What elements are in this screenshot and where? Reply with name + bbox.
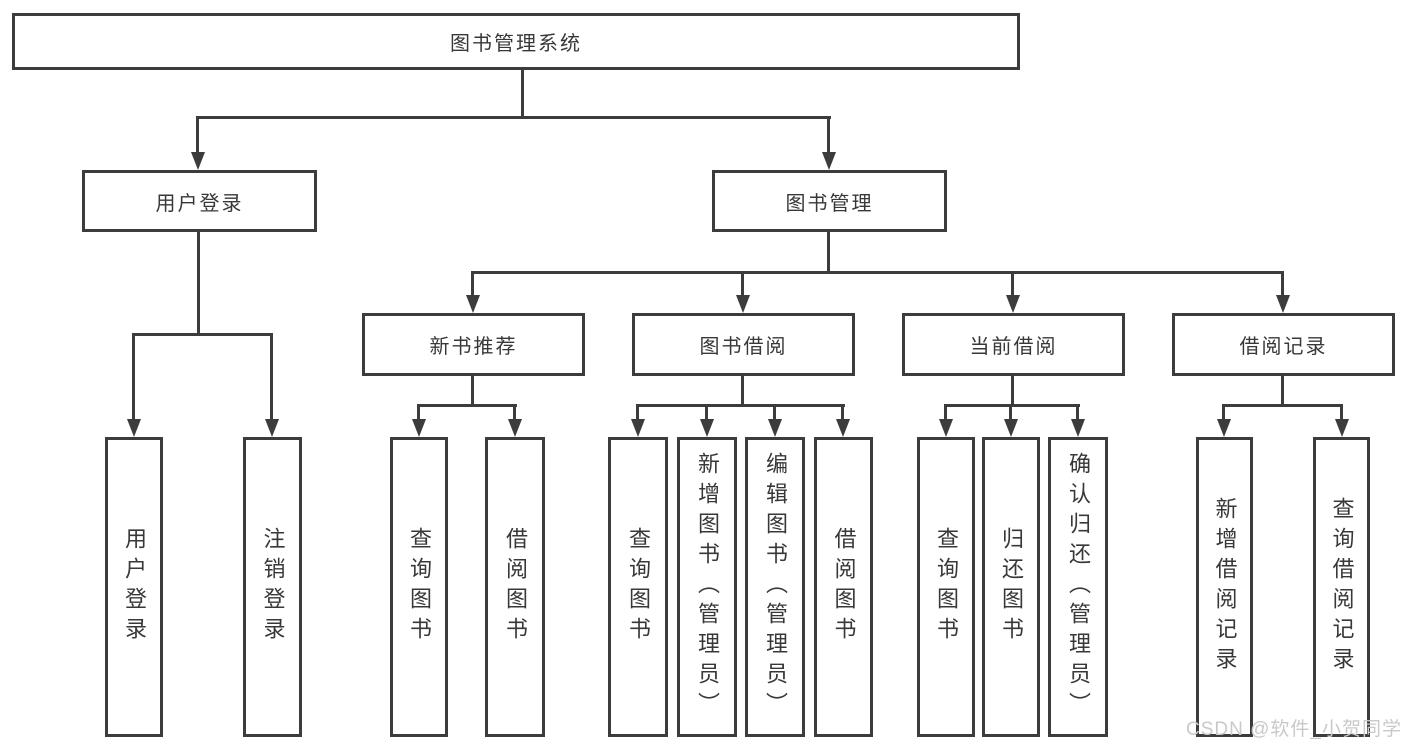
leaf-query-books-recommend: 查询图书 xyxy=(390,437,448,737)
leaf-borrow-books-recommend: 借阅图书 xyxy=(485,437,545,737)
leaf-query-borrow-record-label: 查询借阅记录 xyxy=(1329,497,1355,677)
node-root-label: 图书管理系统 xyxy=(450,33,582,55)
leaf-borrow-books: 借阅图书 xyxy=(814,437,873,737)
leaf-logout: 注销登录 xyxy=(243,437,302,737)
leaf-query-borrow-record: 查询借阅记录 xyxy=(1313,437,1370,737)
node-user-login: 用户登录 xyxy=(82,170,317,232)
leaf-query-books-borrow: 查询图书 xyxy=(608,437,668,737)
connector-line xyxy=(471,376,474,406)
connector-line xyxy=(944,404,1080,407)
arrow-down-icon xyxy=(736,295,750,313)
connector-line xyxy=(636,404,845,407)
connector-line xyxy=(1281,271,1284,299)
arrow-down-icon xyxy=(466,295,480,313)
connector-line xyxy=(773,404,776,424)
node-book-borrow-label: 图书借阅 xyxy=(699,336,788,358)
arrow-down-icon xyxy=(1276,295,1290,313)
leaf-add-borrow-record-label: 新增借阅记录 xyxy=(1212,497,1238,677)
node-borrow-records: 借阅记录 xyxy=(1172,313,1395,376)
node-book-borrow: 图书借阅 xyxy=(632,313,855,376)
leaf-user-login: 用户登录 xyxy=(105,437,163,737)
leaf-query-books-current-label: 查询图书 xyxy=(934,527,959,647)
node-root: 图书管理系统 xyxy=(12,13,1020,70)
node-current-borrow-label: 当前借阅 xyxy=(969,336,1058,358)
connector-line xyxy=(196,116,199,156)
connector-line xyxy=(741,271,744,299)
leaf-confirm-return-admin-label: 确认归还（管理员） xyxy=(1066,452,1091,722)
connector-line xyxy=(417,404,420,424)
connector-line xyxy=(827,232,830,273)
node-borrow-records-label: 借阅记录 xyxy=(1239,336,1328,358)
leaf-edit-book-admin: 编辑图书（管理员） xyxy=(745,437,805,737)
arrow-down-icon xyxy=(127,419,141,437)
leaf-query-books-recommend-label: 查询图书 xyxy=(407,527,432,647)
connector-line xyxy=(270,333,273,423)
watermark: CSDN @软件_小贺同学 xyxy=(1186,719,1402,740)
leaf-borrow-books-label: 借阅图书 xyxy=(831,527,857,647)
connector-line xyxy=(636,404,639,424)
connector-line xyxy=(944,404,947,424)
connector-line xyxy=(741,376,744,406)
connector-line xyxy=(471,271,474,299)
arrow-down-icon xyxy=(836,419,850,437)
connector-line xyxy=(1009,404,1012,424)
node-new-book-recommend-label: 新书推荐 xyxy=(429,336,518,358)
connector-line xyxy=(132,333,273,336)
leaf-user-login-label: 用户登录 xyxy=(122,527,147,647)
arrow-down-icon xyxy=(700,419,714,437)
leaf-confirm-return-admin: 确认归还（管理员） xyxy=(1048,437,1108,737)
connector-line xyxy=(1281,376,1284,406)
node-current-borrow: 当前借阅 xyxy=(902,313,1125,376)
leaf-edit-book-admin-label: 编辑图书（管理员） xyxy=(763,452,788,722)
connector-line xyxy=(1076,404,1079,424)
leaf-return-book: 归还图书 xyxy=(982,437,1040,737)
connector-line xyxy=(1011,271,1014,299)
node-user-login-label: 用户登录 xyxy=(155,192,244,215)
connector-line xyxy=(513,404,516,424)
node-new-book-recommend: 新书推荐 xyxy=(362,313,585,376)
leaf-borrow-books-recommend-label: 借阅图书 xyxy=(503,527,528,647)
arrow-down-icon xyxy=(939,419,953,437)
connector-line xyxy=(1222,404,1343,407)
connector-line xyxy=(705,404,708,424)
connector-line xyxy=(417,404,517,407)
leaf-logout-label: 注销登录 xyxy=(260,527,286,647)
connector-line xyxy=(841,404,844,424)
leaf-return-book-label: 归还图书 xyxy=(999,527,1024,647)
connector-line xyxy=(132,333,135,423)
leaf-query-books-borrow-label: 查询图书 xyxy=(626,527,651,647)
node-book-management-label: 图书管理 xyxy=(785,192,874,215)
arrow-down-icon xyxy=(1006,295,1020,313)
connector-line xyxy=(197,232,200,335)
arrow-down-icon xyxy=(631,419,645,437)
arrow-down-icon xyxy=(412,419,426,437)
node-book-management: 图书管理 xyxy=(712,170,947,232)
leaf-add-book-admin: 新增图书（管理员） xyxy=(677,437,737,737)
connector-line xyxy=(521,70,524,118)
connector-line xyxy=(1340,404,1343,424)
leaf-add-borrow-record: 新增借阅记录 xyxy=(1196,437,1253,737)
connector-line xyxy=(827,116,830,156)
connector-line xyxy=(1222,404,1225,424)
connector-line xyxy=(196,116,831,119)
connector-line xyxy=(471,271,1284,274)
arrow-down-icon xyxy=(1004,419,1018,437)
arrow-down-icon xyxy=(1071,419,1085,437)
arrow-down-icon xyxy=(822,152,836,170)
arrow-down-icon xyxy=(1335,419,1349,437)
arrow-down-icon xyxy=(1217,419,1231,437)
arrow-down-icon xyxy=(265,419,279,437)
leaf-query-books-current: 查询图书 xyxy=(917,437,975,737)
leaf-add-book-admin-label: 新增图书（管理员） xyxy=(695,452,720,722)
connector-line xyxy=(1011,376,1014,406)
arrow-down-icon xyxy=(768,419,782,437)
arrow-down-icon xyxy=(191,152,205,170)
arrow-down-icon xyxy=(508,419,522,437)
